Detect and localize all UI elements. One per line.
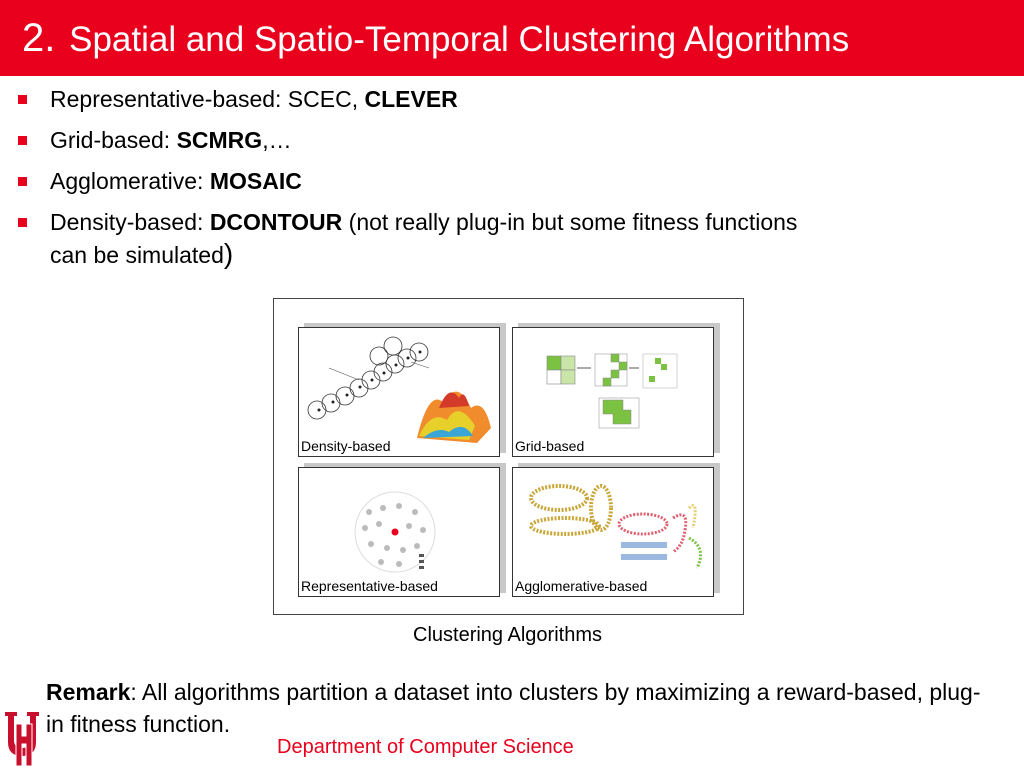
bullet-square-icon <box>18 95 27 104</box>
remark-text: : All algorithms partition a dataset int… <box>46 679 981 737</box>
bullet-bold: SCMRG <box>176 127 263 153</box>
density-panel: Density-based <box>298 327 500 457</box>
panel-caption: Density-based <box>301 438 391 454</box>
bullet-square-icon <box>18 177 27 186</box>
bullet-suffix: (not really plug-in but some fitness fun… <box>342 209 798 235</box>
grid-diagram-icon <box>546 353 678 429</box>
bullet-square-icon <box>18 218 27 227</box>
grid-panel: Grid-based <box>512 327 714 457</box>
bullet-list: Representative-based: SCEC, CLEVER Grid-… <box>16 84 1006 281</box>
uh-logo-icon <box>5 712 39 767</box>
agglomerative-diagram-icon <box>529 484 703 569</box>
panel-caption: Representative-based <box>301 578 438 594</box>
representative-panel: Representative-based <box>298 467 500 597</box>
figure-caption: Clustering Algorithms <box>413 624 602 646</box>
bullet-bold: CLEVER <box>364 86 458 112</box>
bullet-text: Grid-based: <box>50 127 177 153</box>
bullet-text: Representative-based: SCEC, <box>50 86 365 112</box>
bullet-bold: MOSAIC <box>209 168 302 194</box>
panel-caption: Agglomerative-based <box>515 578 648 594</box>
bullet-text: Density-based: <box>50 209 210 235</box>
title-number: 2. <box>22 15 56 60</box>
bullet-item: Density-based: DCONTOUR (not really plug… <box>16 207 1006 271</box>
title-bar: 2. Spatial and Spatio-Temporal Clusterin… <box>0 0 1024 76</box>
title-text: Spatial and Spatio-Temporal Clustering A… <box>69 19 850 59</box>
agglomerative-panel: Agglomerative-based <box>512 467 714 597</box>
closing-paren: ) <box>223 238 234 269</box>
bullet-item: Agglomerative: MOSAIC <box>16 166 1006 197</box>
remark-paragraph: Remark: All algorithms partition a datas… <box>46 676 986 740</box>
panel-caption: Grid-based <box>515 438 585 454</box>
bullet-bold: DCONTOUR <box>209 209 343 235</box>
clustering-figure: Density-based <box>273 298 744 615</box>
bullet-text: Agglomerative: <box>50 168 210 194</box>
bullet-item: Representative-based: SCEC, CLEVER <box>16 84 1006 115</box>
bullet-suffix: ,… <box>262 127 292 153</box>
remark-label: Remark <box>46 679 131 705</box>
bullet-continuation-text: can be simulated <box>50 242 224 268</box>
representative-diagram-icon <box>354 491 436 573</box>
bullet-square-icon <box>18 136 27 145</box>
density-diagram-icon <box>307 336 491 443</box>
slide-title: 2. Spatial and Spatio-Temporal Clusterin… <box>22 16 849 61</box>
bullet-item: Grid-based: SCMRG,… <box>16 125 1006 156</box>
department-footer: Department of Computer Science <box>277 736 574 758</box>
bullet-continuation: can be simulated) <box>50 238 1006 271</box>
